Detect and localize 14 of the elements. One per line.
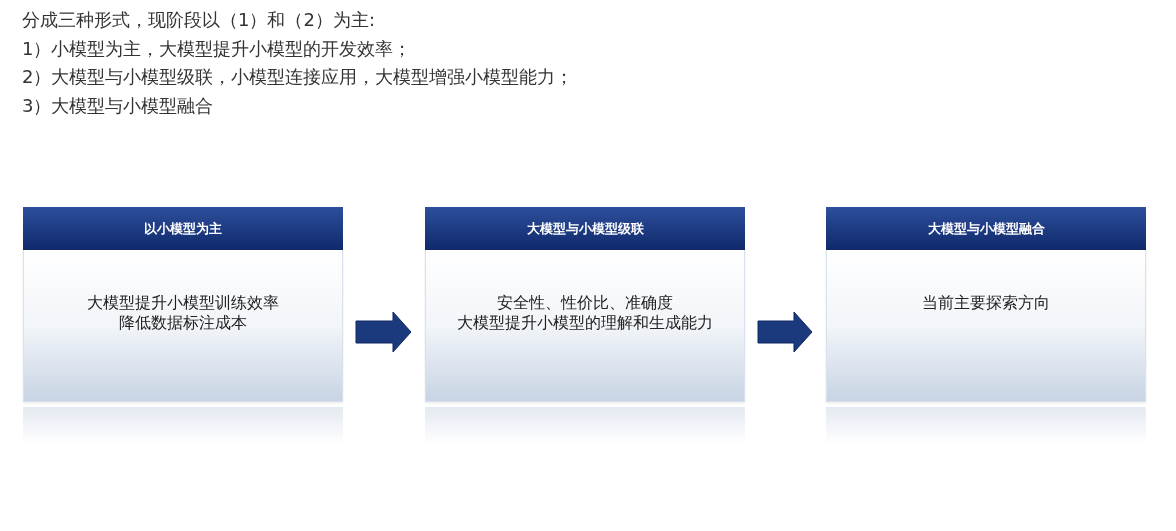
intro-text: 分成三种形式，现阶段以（1）和（2）为主: (22, 8, 376, 32)
card-header: 大模型与小模型级联 (425, 207, 745, 250)
card-header: 大模型与小模型融合 (826, 207, 1146, 250)
card-text: 安全性、性价比、准确度 (497, 293, 673, 313)
card-text: 大模型提升小模型的理解和生成能力 (457, 313, 713, 333)
card-text: 大模型提升小模型训练效率 (87, 293, 279, 313)
intro-text: 2）大模型与小模型级联，小模型连接应用，大模型增强小模型能力； (22, 65, 574, 89)
card-text: 降低数据标注成本 (119, 313, 247, 333)
block-arrow (757, 311, 813, 353)
block-arrow (355, 311, 412, 353)
card-header: 以小模型为主 (23, 207, 343, 250)
intro-text: 1）小模型为主，大模型提升小模型的开发效率； (22, 36, 413, 61)
card-text: 当前主要探索方向 (922, 293, 1050, 313)
intro-text: 3）大模型与小模型融合 (22, 93, 215, 118)
